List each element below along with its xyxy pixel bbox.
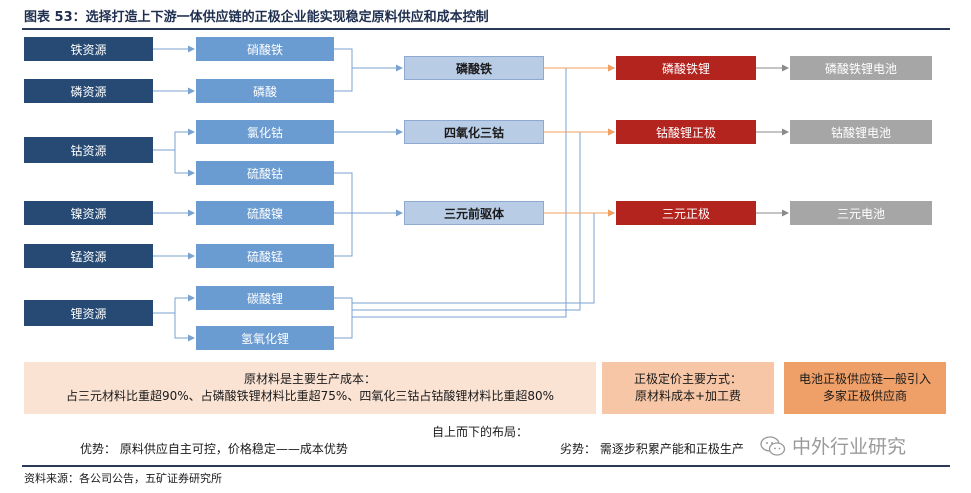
raw-material-cost-note: 原材料是主要生产成本： 占三元材料比重超90%、占磷酸铁锂材料比重超75%、四氧… — [24, 362, 596, 414]
source-phosphorus: 磷资源 — [24, 79, 153, 103]
supply-note-line2: 多家正极供应商 — [822, 389, 907, 403]
battery-ternary: 三元电池 — [790, 201, 932, 225]
battery-lfp: 磷酸铁锂电池 — [790, 56, 932, 80]
raw-material-note-title: 原材料是主要生产成本： — [243, 372, 376, 386]
product-ternary-precursor: 三元前驱体 — [404, 201, 544, 225]
intermediate-manganese-sulfate: 硫酸锰 — [196, 244, 334, 268]
supply-note-line1: 电池正极供应链一般引入 — [798, 372, 931, 386]
footer-rule — [22, 465, 950, 467]
source-footer: 资料来源：各公司公告，五矿证券研究所 — [24, 472, 222, 485]
product-cobalt-oxide: 四氧化三钴 — [404, 120, 544, 144]
cathode-lco: 钴酸锂正极 — [616, 120, 756, 144]
supply-chain-note: 电池正极供应链一般引入 多家正极供应商 — [784, 362, 946, 414]
source-manganese: 锰资源 — [24, 244, 153, 268]
disadvantage-text: 劣势： 需逐步积累产能和正极生产 — [560, 442, 744, 456]
battery-lco: 钴酸锂电池 — [790, 120, 932, 144]
raw-material-note-body: 占三元材料比重超90%、占磷酸铁锂材料比重超75%、四氧化三钴占钴酸锂材料比重超… — [65, 389, 555, 403]
source-lithium: 锂资源 — [24, 300, 153, 326]
source-nickel: 镍资源 — [24, 201, 153, 225]
intermediate-lithium-hydroxide: 氢氧化锂 — [196, 326, 334, 350]
intermediate-lithium-carbonate: 碳酸锂 — [196, 286, 334, 310]
cathode-ternary: 三元正极 — [616, 201, 756, 225]
topdown-layout-heading: 自上而下的布局： — [432, 425, 529, 439]
intermediate-phosphoric-acid: 磷酸 — [196, 79, 334, 103]
wechat-icon — [760, 435, 786, 456]
title-rule — [22, 28, 950, 30]
pricing-note-body: 原材料成本+加工费 — [634, 389, 742, 403]
cathode-lfp: 磷酸铁锂 — [616, 56, 756, 80]
source-iron: 铁资源 — [24, 37, 153, 61]
source-cobalt: 钴资源 — [24, 137, 153, 163]
intermediate-cobalt-sulfate: 硫酸钴 — [196, 161, 334, 185]
pricing-note-title: 正极定价主要方式： — [633, 372, 742, 386]
cathode-pricing-note: 正极定价主要方式： 原材料成本+加工费 — [602, 362, 774, 414]
advantage-text: 优势： 原料供应自主可控，价格稳定——成本优势 — [80, 442, 348, 456]
watermark: 中外行业研究 — [760, 432, 906, 459]
intermediate-cobalt-chloride: 氯化钴 — [196, 120, 334, 144]
figure-title: 图表 53：选择打造上下游一体供应链的正极企业能实现稳定原料供应和成本控制 — [24, 10, 489, 25]
product-iron-phosphate: 磷酸铁 — [404, 56, 544, 80]
watermark-text: 中外行业研究 — [792, 436, 907, 458]
intermediate-ferrous-nitrate: 硝酸铁 — [196, 37, 334, 61]
intermediate-nickel-sulfate: 硫酸镍 — [196, 201, 334, 225]
